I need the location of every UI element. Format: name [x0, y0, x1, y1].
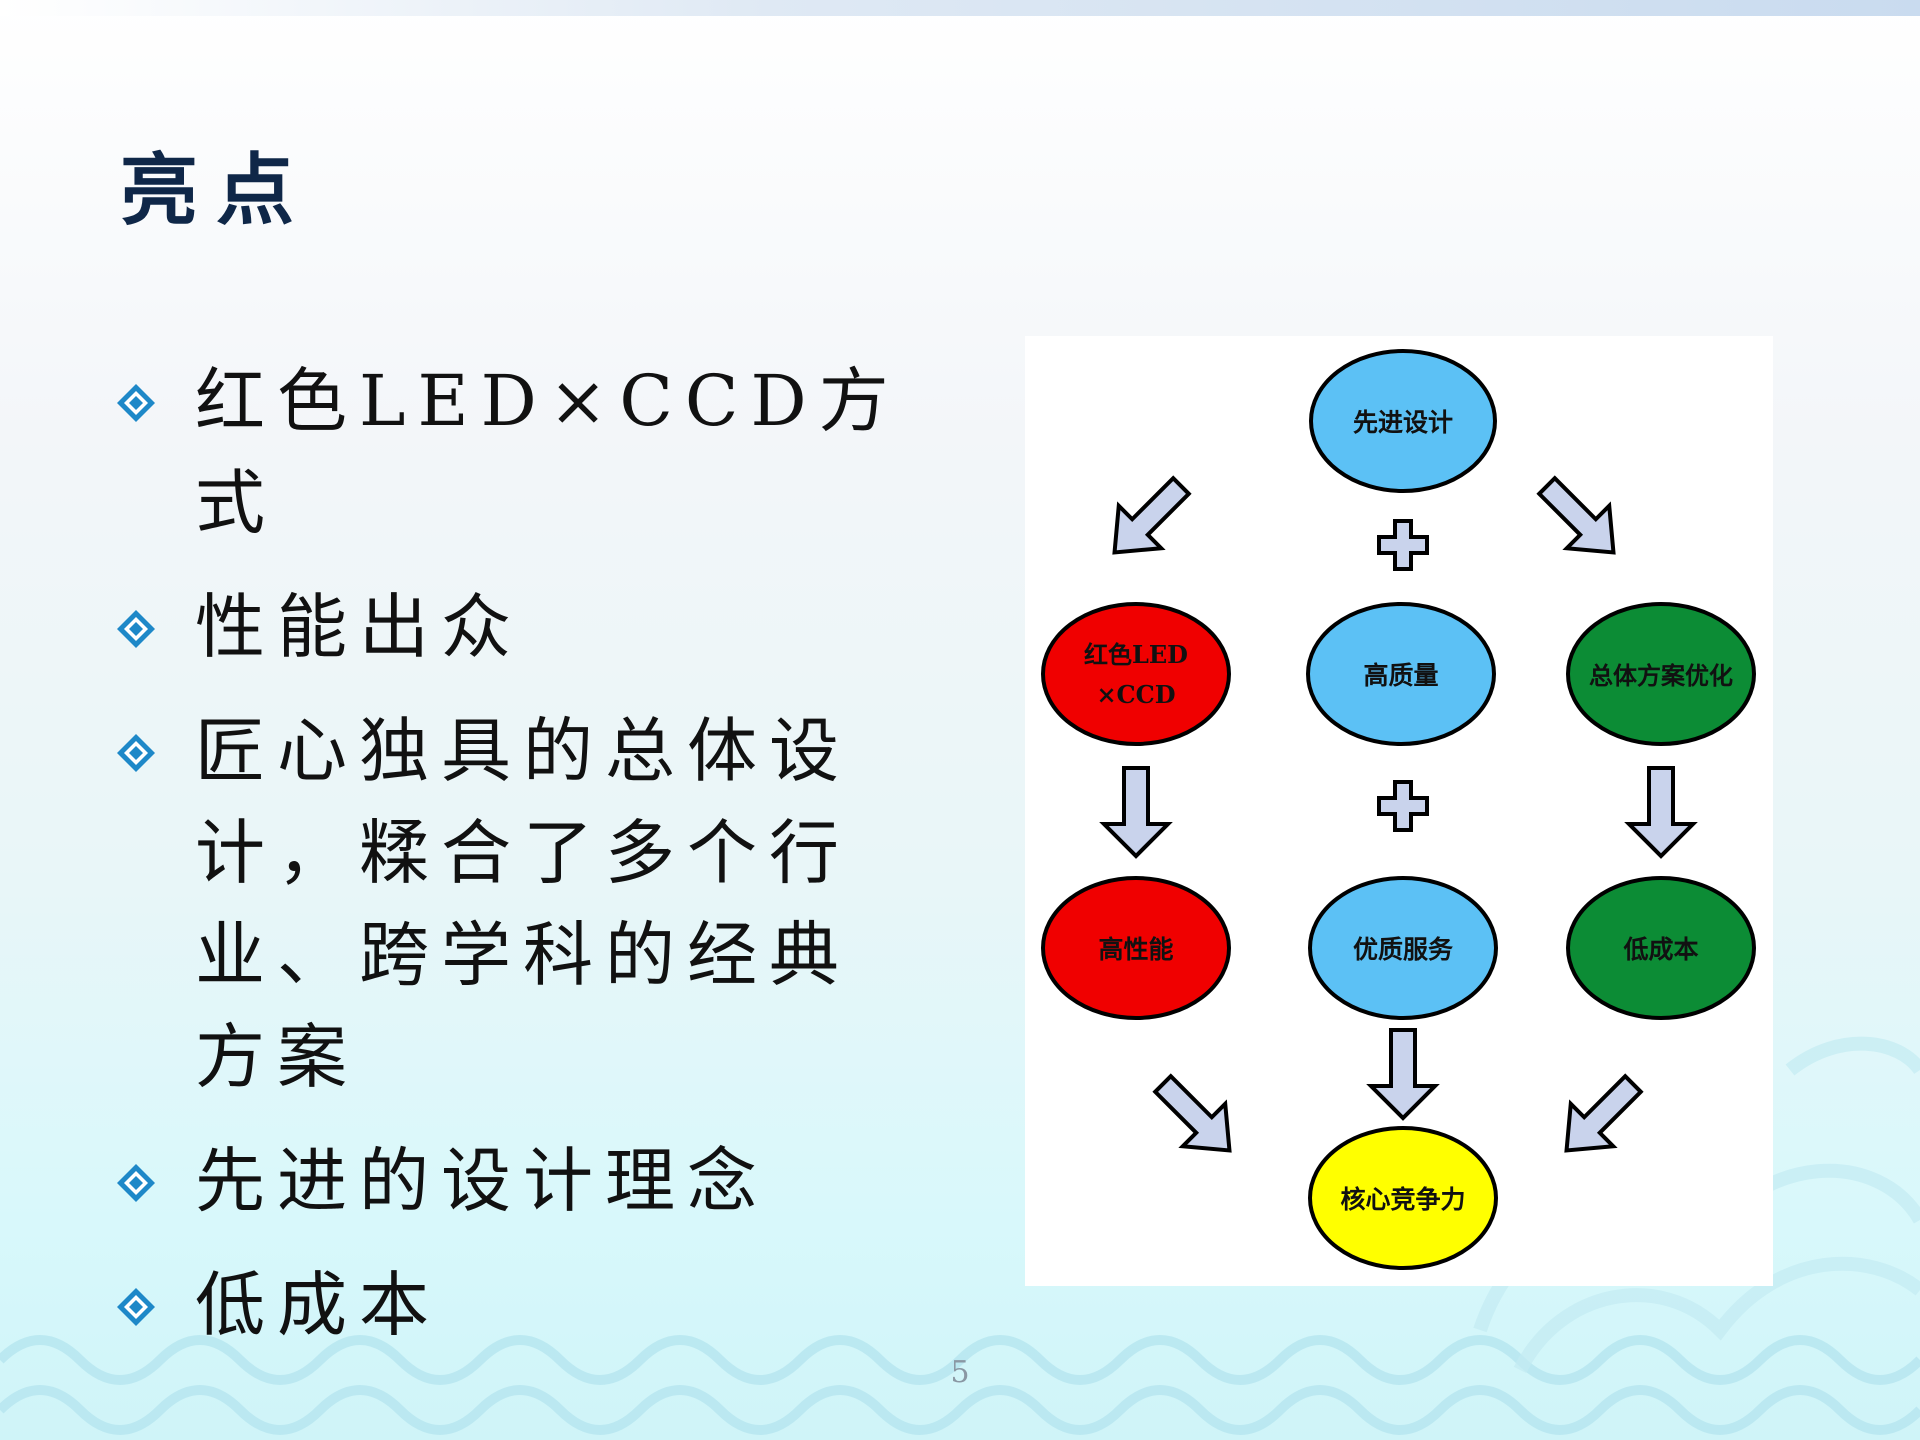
bullet-text: 匠心独具的总体设计，糅合了多个行业、跨学科的经典方案: [195, 710, 851, 1098]
bullet-text: 低成本: [195, 1264, 441, 1346]
diamond-bullet-icon: [117, 384, 155, 422]
plus-icon-shape: [1377, 519, 1429, 571]
bullet-text: 红色LED×CCD方式: [195, 360, 901, 544]
bullet-text: 性能出众: [195, 586, 523, 668]
page-number: 5: [950, 1355, 970, 1390]
bullet-item: 低成本: [115, 1254, 935, 1356]
node-high-performance: 高性能: [1041, 876, 1231, 1020]
node-high-quality: 高质量: [1306, 602, 1496, 746]
arrow-down: [1624, 766, 1698, 859]
node-core-competitiveness: 核心竞争力: [1308, 1126, 1498, 1270]
node-high-quality-shape: [1306, 602, 1496, 746]
bullet-item: 性能出众: [115, 576, 935, 678]
node-quality-service: 优质服务: [1308, 876, 1498, 1020]
diamond-bullet-icon: [117, 1288, 155, 1326]
plus-icon: [1377, 519, 1429, 571]
node-red-led-ccd-label-line1: 红色LED: [1084, 640, 1188, 669]
bullet-item: 红色LED×CCD方式: [115, 350, 935, 554]
slide-title: 亮点: [120, 145, 313, 236]
node-low-cost: 低成本: [1566, 876, 1756, 1020]
node-quality-service-shape: [1308, 876, 1498, 1020]
arrow-down: [1099, 766, 1173, 859]
flow-diagram-svg: 先进设计 红色LED ×CCD 高质量 总体方案优化 高性能 优质服务 低成本: [1041, 349, 1756, 1270]
node-high-performance-shape: [1041, 876, 1231, 1020]
node-advanced-design: 先进设计: [1309, 349, 1497, 493]
arrow-down-shape: [1366, 1028, 1440, 1121]
node-low-cost-label: 低成本: [1622, 935, 1698, 964]
node-high-performance-label: 高性能: [1098, 935, 1173, 964]
arrow-down-left-shape: [1112, 475, 1192, 555]
flow-diagram: 先进设计 红色LED ×CCD 高质量 总体方案优化 高性能 优质服务 低成本: [1025, 336, 1773, 1286]
arrow-down-right-shape: [1152, 1073, 1232, 1153]
node-advanced-design-shape: [1309, 349, 1497, 493]
arrow-down: [1366, 1028, 1440, 1121]
node-core-competitiveness-label: 核心竞争力: [1340, 1185, 1465, 1214]
diamond-bullet-icon: [117, 734, 155, 772]
node-overall-optimization: 总体方案优化: [1566, 602, 1756, 746]
arrow-down-shape: [1624, 766, 1698, 859]
top-decorative-band: [0, 0, 1920, 16]
node-overall-optimization-shape: [1566, 602, 1756, 746]
node-red-led-ccd: 红色LED ×CCD: [1041, 602, 1231, 746]
bullet-text: 先进的设计理念: [195, 1140, 769, 1222]
bullet-list: 红色LED×CCD方式 性能出众 匠心独具的总体设计，糅合了多个行业、跨学科的经…: [115, 350, 935, 1378]
node-quality-service-label: 优质服务: [1353, 935, 1453, 964]
arrow-down-right: [1152, 1073, 1232, 1153]
node-red-led-ccd-shape: [1041, 602, 1231, 746]
bullet-item: 匠心独具的总体设计，糅合了多个行业、跨学科的经典方案: [115, 700, 935, 1108]
arrow-down-right-shape: [1536, 475, 1616, 555]
node-overall-optimization-label: 总体方案优化: [1589, 661, 1733, 690]
diamond-bullet-icon: [117, 610, 155, 648]
arrow-down-shape: [1099, 766, 1173, 859]
arrow-down-left-shape: [1564, 1073, 1644, 1153]
node-red-led-ccd-label-line2: ×CCD: [1096, 680, 1175, 709]
arrow-down-left: [1564, 1073, 1644, 1153]
plus-icon: [1377, 780, 1429, 832]
diamond-bullet-icon: [117, 1164, 155, 1202]
node-core-competitiveness-shape: [1308, 1126, 1498, 1270]
node-high-quality-label: 高质量: [1363, 661, 1438, 690]
arrow-down-right: [1536, 475, 1616, 555]
node-advanced-design-label: 先进设计: [1353, 408, 1453, 437]
bullet-item: 先进的设计理念: [115, 1130, 935, 1232]
arrow-down-left: [1112, 475, 1192, 555]
node-low-cost-shape: [1566, 876, 1756, 1020]
plus-icon-shape: [1377, 780, 1429, 832]
